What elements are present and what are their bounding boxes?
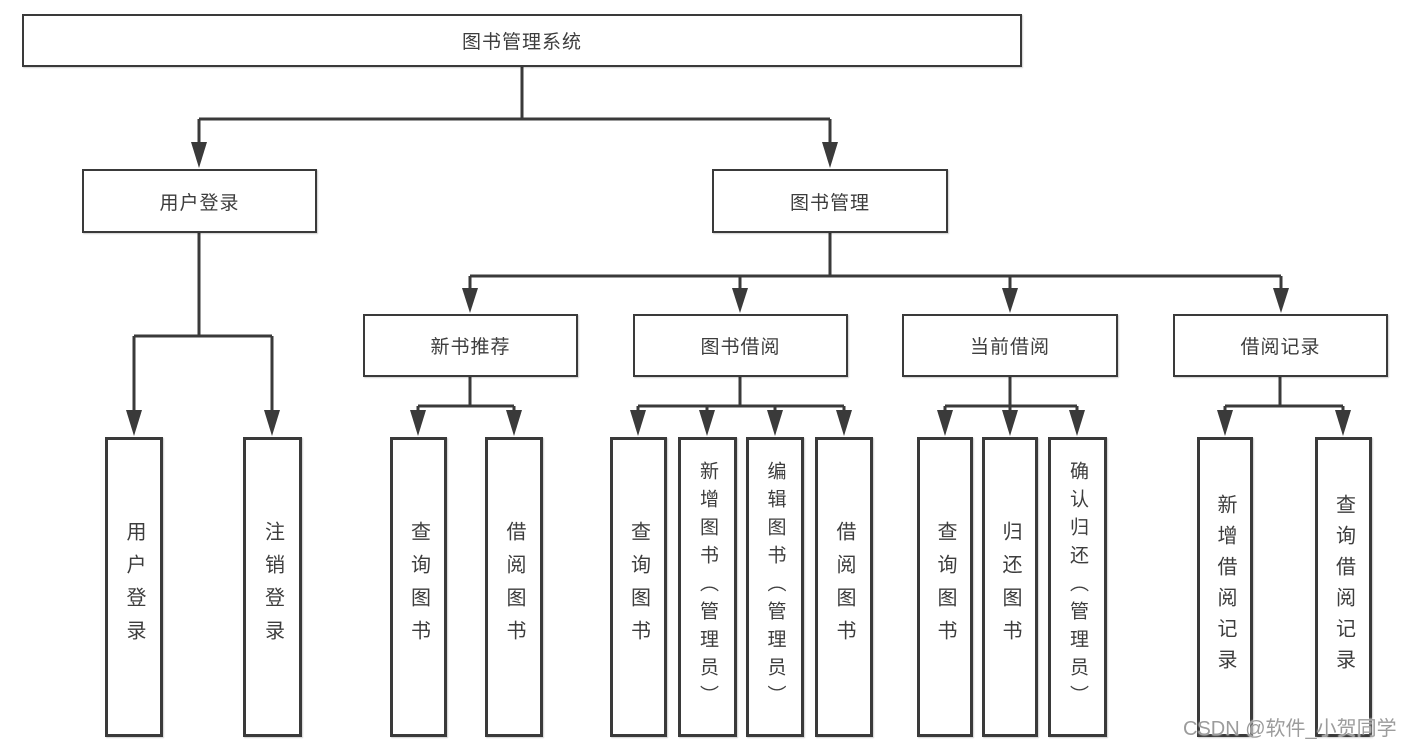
node-new-book-recommend: 新书推荐 — [363, 314, 578, 377]
node-book-management-label: 图书管理 — [789, 192, 870, 214]
node-borrow-records-label: 借阅记录 — [1240, 337, 1321, 358]
node-current-borrow: 当前借阅 — [902, 314, 1118, 377]
node-user-login: 用户登录 — [82, 169, 317, 233]
arrow-down-icon — [126, 410, 142, 436]
arrow-down-icon — [937, 410, 953, 436]
leaf-user-login-label: 用户登录 — [123, 521, 145, 653]
arrow-down-icon — [1002, 410, 1018, 436]
leaf-user-login: 用户登录 — [105, 437, 163, 737]
leaf-borrow-books-newbooks-label: 借阅图书 — [503, 521, 525, 653]
node-borrow-records: 借阅记录 — [1173, 314, 1388, 377]
connector-currentborrow-to-leaves — [943, 377, 1079, 412]
connector-bookborrow-to-leaves — [636, 377, 846, 412]
node-book-borrow-label: 图书借阅 — [700, 337, 781, 358]
csdn-watermark: CSDN @软件_小贺同学 — [1183, 718, 1397, 740]
arrowheads — [126, 142, 1351, 436]
leaf-query-books-newbooks: 查询图书 — [390, 437, 447, 737]
connector-bookmgmt-to-level3 — [468, 233, 1283, 290]
node-root-label: 图书管理系统 — [461, 32, 582, 53]
leaf-query-borrow-record-label: 查询借阅记录 — [1332, 494, 1355, 680]
connector-newbooks-to-leaves — [416, 377, 516, 412]
leaf-logout-login-label: 注销登录 — [261, 521, 284, 653]
arrow-down-icon — [191, 142, 207, 168]
leaf-logout-login: 注销登录 — [243, 437, 302, 737]
arrow-down-icon — [836, 410, 852, 436]
leaf-query-books-borrow-label: 查询图书 — [627, 521, 650, 653]
leaf-edit-books-admin-label: 编辑图书（管理员） — [764, 461, 786, 713]
node-current-borrow-label: 当前借阅 — [969, 337, 1050, 358]
leaf-query-books-borrow: 查询图书 — [610, 437, 667, 737]
leaf-borrow-books-newbooks: 借阅图书 — [485, 437, 543, 737]
leaf-return-books: 归还图书 — [982, 437, 1038, 737]
leaf-add-borrow-record: 新增借阅记录 — [1197, 437, 1253, 737]
leaf-query-books-current: 查询图书 — [917, 437, 973, 737]
arrow-down-icon — [462, 288, 478, 313]
leaf-add-books-admin: 新增图书（管理员） — [678, 437, 737, 737]
leaf-confirm-return-admin: 确认归还（管理员） — [1048, 437, 1107, 737]
arrow-down-icon — [1069, 410, 1085, 436]
arrow-down-icon — [767, 410, 783, 436]
leaf-borrow-books: 借阅图书 — [815, 437, 873, 737]
arrow-down-icon — [699, 410, 715, 436]
arrow-down-icon — [630, 410, 646, 436]
connector-root-to-level2 — [197, 67, 832, 144]
node-new-book-recommend-label: 新书推荐 — [430, 337, 511, 358]
leaf-query-books-newbooks-label: 查询图书 — [407, 521, 430, 653]
arrow-down-icon — [410, 410, 426, 436]
node-user-login-label: 用户登录 — [159, 192, 240, 214]
leaf-add-borrow-record-label: 新增借阅记录 — [1214, 494, 1236, 680]
leaf-edit-books-admin: 编辑图书（管理员） — [746, 437, 804, 737]
arrow-down-icon — [264, 410, 280, 436]
leaf-query-borrow-record: 查询借阅记录 — [1315, 437, 1372, 737]
arrow-down-icon — [506, 410, 522, 436]
connector-records-to-leaves — [1223, 377, 1345, 412]
leaf-query-books-current-label: 查询图书 — [934, 521, 956, 653]
leaf-confirm-return-admin-label: 确认归还（管理员） — [1067, 461, 1088, 713]
arrow-down-icon — [822, 142, 838, 168]
arrow-down-icon — [1002, 288, 1018, 313]
arrow-down-icon — [1335, 410, 1351, 436]
leaf-add-books-admin-label: 新增图书（管理员） — [697, 461, 718, 713]
node-book-borrow: 图书借阅 — [633, 314, 848, 377]
leaf-return-books-label: 归还图书 — [999, 521, 1021, 653]
connector-userlogin-to-leaves — [132, 233, 274, 412]
leaf-borrow-books-label: 借阅图书 — [833, 521, 855, 653]
node-root: 图书管理系统 — [22, 14, 1022, 67]
arrow-down-icon — [1273, 288, 1289, 313]
arrow-down-icon — [732, 288, 748, 313]
node-book-management: 图书管理 — [712, 169, 948, 233]
arrow-down-icon — [1217, 410, 1233, 436]
